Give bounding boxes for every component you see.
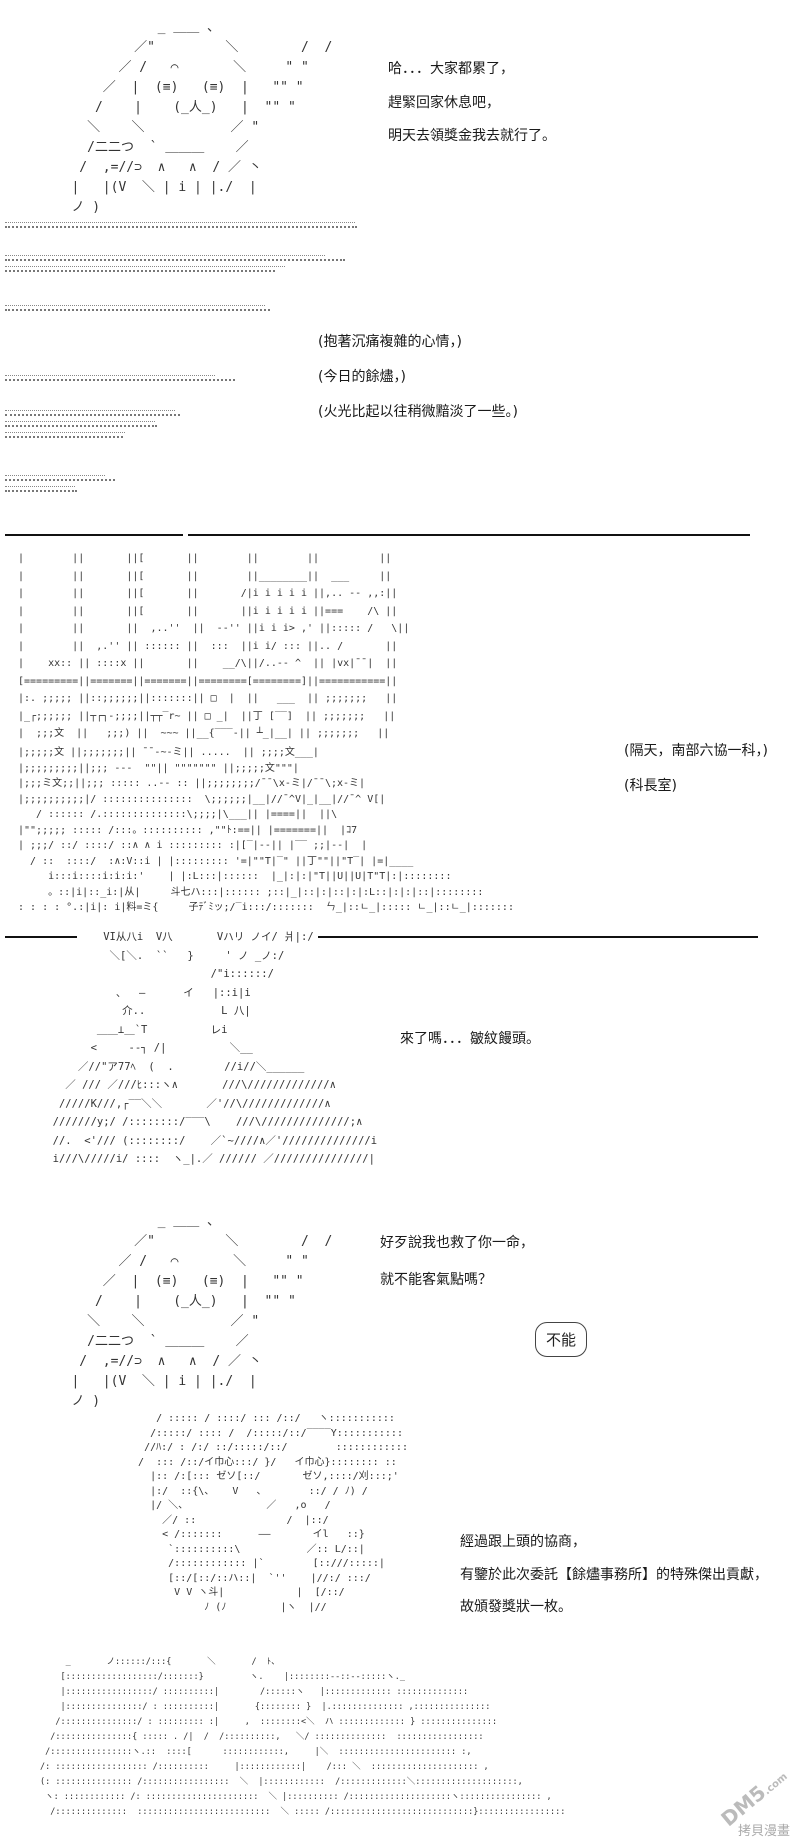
panel-border: [5, 936, 77, 938]
narration-line: (抱著沉痛複雜的心情，): [318, 334, 462, 350]
dialogue-line: 好歹說我也救了你一命，: [380, 1235, 534, 1251]
dotted-row-group: [5, 410, 180, 443]
narration-line: (隔天，南部六協一科，): [624, 743, 768, 759]
dotted-row-group: [5, 305, 270, 316]
watermark-caption: 拷貝漫畫: [738, 1824, 791, 1839]
dialogue-line: 故頒發獎狀一枚。: [460, 1599, 572, 1615]
speech-bubble: 不能: [535, 1322, 588, 1357]
city-street-art: |;;;;;文 ||;;;;;;;|| ¯¯-~-ミ|| ..... || ;;…: [18, 747, 514, 913]
city-window-art: | || ||[ || || || || | || ||[ || ||_____…: [18, 553, 410, 739]
dotted-row-group: [5, 375, 235, 386]
panel-border: [5, 534, 183, 536]
dialogue-line: 哈．．．大家都累了，: [388, 61, 514, 77]
watermark-domain: .com: [762, 1771, 790, 1798]
dialogue-line: 明天去領獎金我去就行了。: [388, 128, 556, 144]
dialogue-line: 就不能客氣點嗎？: [380, 1272, 492, 1288]
dotted-row-group: [5, 475, 115, 497]
narration-line: (火光比起以往稍微黯淡了一些。): [318, 404, 518, 420]
character-art-4: / ::::: / ::::/ ::: /::/ ヽ::::::::::: /:…: [138, 1413, 408, 1613]
narration-line: (科長室): [624, 778, 677, 794]
character-art-1: _ ＿＿ 、 ／" ＼ / / ／ / ⌒ ＼ " " ／ | (≡) (≡) …: [71, 20, 333, 215]
dotted-row-group: [5, 255, 345, 277]
dialogue-line: 來了嗎．．．皺紋饅頭。: [400, 1031, 540, 1047]
character-body-art: _ ノ::::::/:::{ ＼ / ﾄ、 [:::::::::::::::::…: [40, 1657, 566, 1817]
character-art-3: _ ＿＿ 、 ／" ＼ / / ／ / ⌒ ＼ " " ／ | (≡) (≡) …: [71, 1214, 333, 1409]
dialogue-line: 趕緊回家休息吧，: [388, 95, 500, 111]
panel-border: [318, 936, 758, 938]
character-art-2: VI从八i V八 Vハリ ノイ/ 爿|:/ ＼[＼. `` } ' ノ _ノ:/…: [52, 931, 378, 1165]
panel-border: [188, 534, 750, 536]
dialogue-line: 經過跟上頭的協商，: [460, 1534, 586, 1550]
narration-line: (今日的餘燼，): [318, 369, 406, 385]
dotted-row-group: [5, 222, 357, 233]
dialogue-line: 有鑒於此次委託【餘燼事務所】的特殊傑出貢獻，: [460, 1567, 768, 1583]
